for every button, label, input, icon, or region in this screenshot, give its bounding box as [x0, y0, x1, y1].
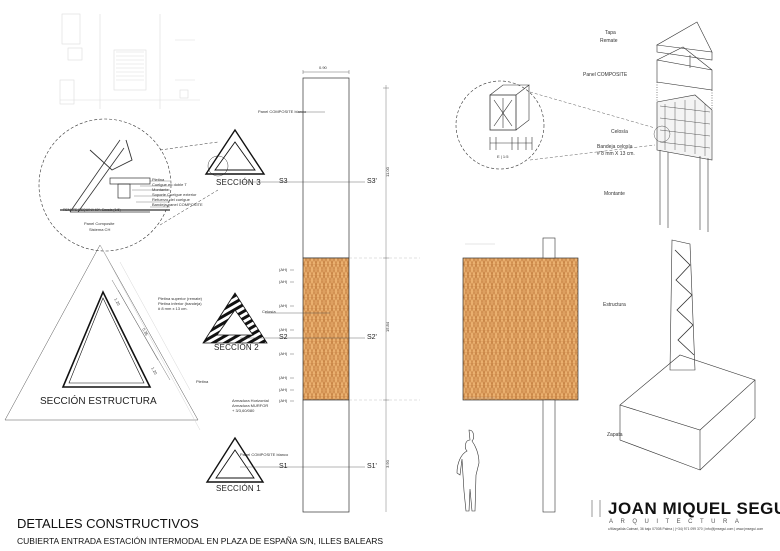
section-1-drawing [205, 436, 265, 483]
dim-15-84: 15.84 [385, 321, 391, 333]
section-estructura-title: SECCIÓN ESTRUCTURA [40, 396, 157, 407]
label-panel-composite: Panel COMPOSITE [583, 72, 628, 78]
ah-label: (AH) [279, 398, 288, 403]
pletina-size-label: # 8 mm x 13 cm. [158, 306, 188, 311]
pletina-inferior-label: Pletina inferior (bandeja) [158, 301, 202, 306]
section-2-drawing [202, 292, 268, 344]
section-estructura-drawing [4, 244, 201, 431]
section-2-title: SECCIÓN 2 [214, 343, 259, 352]
panel-bottom-label: Panel COMPOSITE blanco [240, 452, 289, 457]
dim-3-90: 3.90 [384, 460, 390, 468]
corner-detail [38, 118, 219, 252]
label-celosia: Celosía [611, 129, 628, 135]
section-3-title: SECCIÓN 3 [216, 178, 261, 187]
column-elevation [240, 70, 420, 513]
armadura-label: Armadura Horizontal [232, 398, 269, 403]
label-estructura: Estructura [603, 302, 626, 308]
label-bandeja: Bandeja panel COMPOSITE [152, 202, 203, 207]
label-bandeja-size: # 8 mm X 13 cm. [597, 151, 635, 157]
logo-address: c/Margalida Caimari, 36 bajo 07008 Palma… [608, 527, 764, 531]
ah-label: (AH) [279, 351, 288, 356]
section-3-drawing [204, 128, 266, 177]
label-cuelgue: Cuelgue en doble T [152, 182, 187, 187]
detail-scale: E | 1:5 [497, 154, 509, 159]
pletina-superior-label: Pletina superior (remate) [158, 296, 203, 301]
armadura-murfor: Armadura MURFOR [232, 403, 269, 408]
cut-s2: S2 [279, 334, 288, 341]
ah-label: (AH) [279, 303, 288, 308]
site-plan [59, 13, 200, 109]
logo-name: JOAN MIQUEL SEGUI [608, 499, 780, 518]
logo-rule [591, 500, 601, 517]
axonometric-drawing [455, 21, 756, 471]
pletina-label: Pletina [196, 379, 209, 384]
label-soporte: Soporte Cuelgue exterior [152, 192, 197, 197]
cut-s2-prime: S2' [367, 334, 377, 341]
cut-s1: S1 [279, 463, 288, 470]
side-elevation [456, 237, 579, 513]
panel-system-2: Sistema CH [89, 227, 111, 232]
ah-label: (AH) [279, 375, 288, 380]
sheet-subtitle: CUBIERTA ENTRADA ESTACIÓN INTERMODAL EN … [17, 536, 384, 546]
dim-11: 11.00 [384, 167, 390, 177]
cut-s1-prime: S1' [367, 463, 377, 470]
panel-top-label: Panel COMPOSITE blanco [258, 109, 307, 114]
detail-caption: REMATE ESQUINA 60º. Escala (1:5) [63, 208, 121, 212]
section-1-title: SECCIÓN 1 [216, 484, 261, 493]
cut-s3: S3 [279, 178, 288, 185]
celosia-label: Celosía [262, 309, 276, 314]
ah-label: (AH) [279, 279, 288, 284]
label-montante: Montante [604, 191, 625, 197]
armadura-spec: + 3/3,60/080 [232, 408, 255, 413]
ah-label: (AH) [279, 387, 288, 392]
cut-s3-prime: S3' [367, 178, 377, 185]
sheet-title: DETALLES CONSTRUCTIVOS [17, 516, 199, 531]
panel-system-1: Panel Composite [84, 221, 115, 226]
width-dim: 0.90 [319, 65, 327, 70]
label-zapata: Zapata [607, 432, 623, 438]
label-remate: Remate [600, 38, 618, 44]
logo-tagline: ARQUITECTURA [609, 519, 747, 525]
ah-label: (AH) [279, 267, 288, 272]
person-silhouette [456, 429, 480, 512]
label-refuerzo: Refuerzo del cuelgue [152, 197, 190, 202]
label-bandeja-celosia: Bandeja celosía [597, 144, 633, 150]
label-montante: Montante [152, 187, 169, 192]
label-pletina: Pletina [152, 177, 165, 182]
ah-label: (AH) [279, 327, 288, 332]
label-tapa: Tapa [605, 30, 616, 36]
